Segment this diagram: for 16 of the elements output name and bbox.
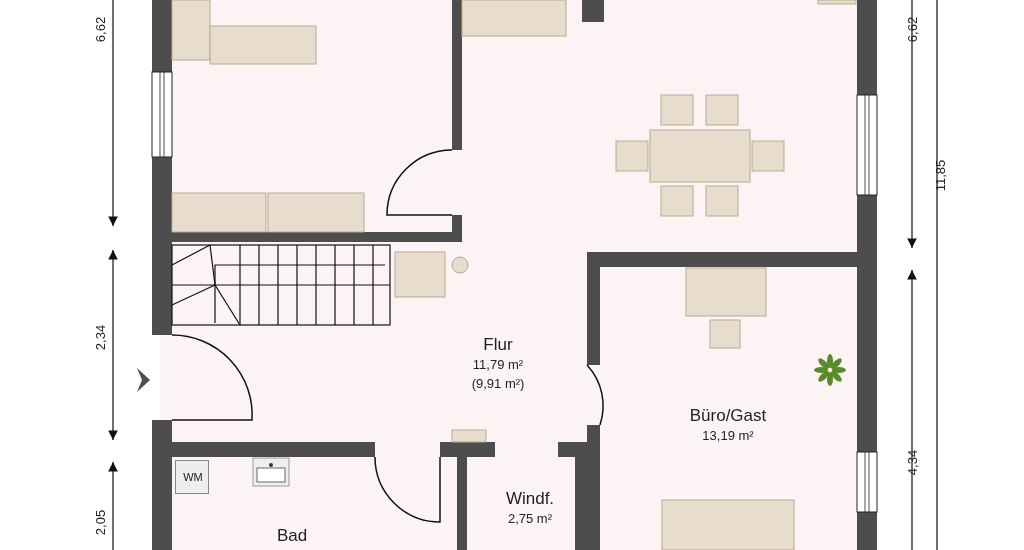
dimension-label: 2,05: [93, 509, 109, 536]
room-name: Windf.: [505, 490, 555, 507]
dimension-label: 6,62: [905, 16, 921, 43]
dimension-label: 6,62: [93, 16, 109, 43]
washing-machine-box: [175, 460, 209, 494]
appliance-label: WM: [183, 472, 203, 483]
dimension-label: 2,34: [93, 324, 109, 351]
room-area: 2,75 m²: [507, 512, 553, 525]
room-area: 13,19 m²: [702, 429, 754, 442]
room-area: (9,91 m²): [471, 377, 525, 390]
room-name: Büro/Gast: [689, 407, 767, 424]
room-area: 11,79 m²: [472, 358, 524, 371]
dimension-label: 11,85: [933, 159, 949, 192]
dimension-label: 4,34: [905, 449, 921, 476]
room-name: Bad: [276, 527, 308, 544]
room-name: Flur: [483, 336, 513, 353]
